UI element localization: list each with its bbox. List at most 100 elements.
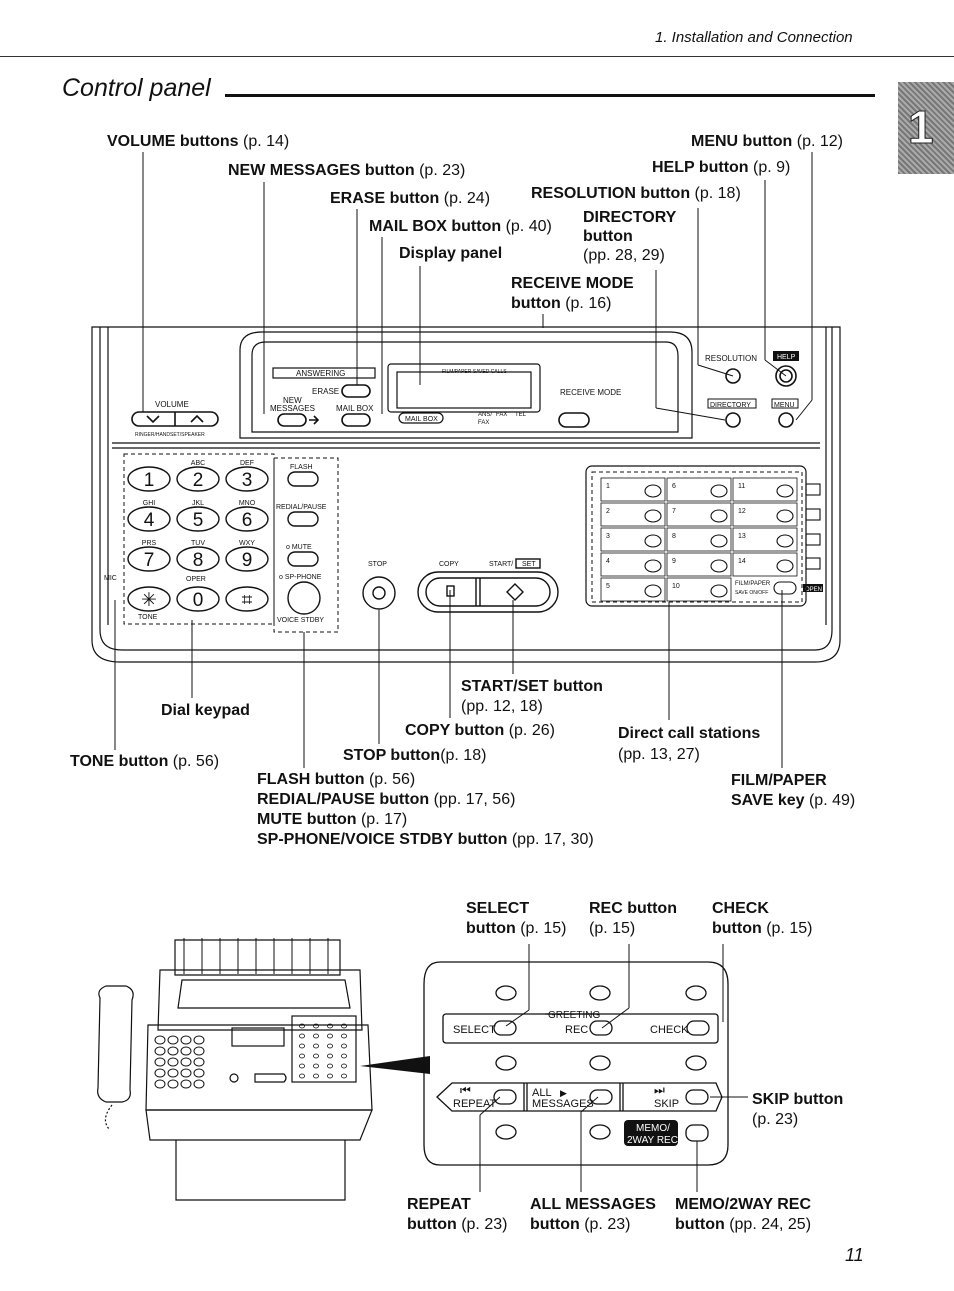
key-5[interactable] bbox=[176, 506, 220, 532]
callout-resolution: RESOLUTION button (p. 18) bbox=[531, 185, 741, 202]
station-11[interactable] bbox=[732, 477, 798, 502]
spphone-button[interactable] bbox=[287, 581, 321, 615]
key-9[interactable] bbox=[225, 546, 269, 572]
key-6[interactable] bbox=[225, 506, 269, 532]
key-letters: TUV bbox=[191, 540, 205, 547]
scroll-left-icon[interactable] bbox=[805, 557, 821, 570]
fax-machine-illustration bbox=[97, 938, 373, 1201]
key-letters: DEF bbox=[240, 460, 254, 467]
erase-button[interactable] bbox=[341, 384, 371, 398]
scroll-right-icon[interactable] bbox=[805, 533, 821, 546]
resolution-button[interactable] bbox=[725, 368, 741, 384]
station-2[interactable] bbox=[600, 502, 666, 527]
station-number: 14 bbox=[738, 558, 746, 565]
key-⌗[interactable] bbox=[225, 586, 269, 612]
skip-button[interactable] bbox=[685, 1089, 709, 1105]
station-number: 8 bbox=[672, 533, 676, 540]
station-9[interactable] bbox=[666, 552, 732, 577]
flash-label: FLASH bbox=[290, 464, 313, 471]
title-rule bbox=[225, 94, 875, 97]
led-icon bbox=[495, 1124, 517, 1140]
stop-button[interactable] bbox=[362, 576, 396, 610]
key-digit: 4 bbox=[144, 510, 155, 531]
check-button[interactable] bbox=[686, 1020, 710, 1036]
key-3[interactable] bbox=[225, 466, 269, 492]
header-rule bbox=[0, 56, 954, 57]
station-4[interactable] bbox=[600, 552, 666, 577]
callout-display-panel: Display panel bbox=[399, 245, 503, 262]
mail-box-button[interactable] bbox=[341, 413, 371, 427]
station-1[interactable] bbox=[600, 477, 666, 502]
redial-pause-button[interactable] bbox=[287, 511, 319, 527]
mute-label: o MUTE bbox=[286, 544, 312, 551]
menu-badge: MENU bbox=[774, 402, 795, 409]
repeat-button[interactable] bbox=[493, 1089, 517, 1105]
key-✳[interactable] bbox=[127, 586, 171, 612]
callout-stop: STOP button(p. 18) bbox=[343, 747, 487, 764]
film-paper-save-button[interactable] bbox=[773, 581, 797, 595]
handset-icon bbox=[97, 985, 134, 1103]
receive-mode-button[interactable] bbox=[558, 412, 590, 428]
memo-2way-rec-button[interactable] bbox=[685, 1124, 709, 1142]
key-4[interactable] bbox=[127, 506, 171, 532]
messages-label: MESSAGES bbox=[532, 1098, 594, 1110]
key-7[interactable] bbox=[127, 546, 171, 572]
station-10[interactable] bbox=[666, 577, 732, 602]
key-letters: PRS bbox=[142, 540, 157, 547]
start-set-button[interactable] bbox=[506, 583, 524, 601]
oper-label: OPER bbox=[186, 576, 206, 583]
flash-button[interactable] bbox=[287, 471, 319, 487]
station-14[interactable] bbox=[732, 552, 798, 577]
station-5[interactable] bbox=[600, 577, 666, 602]
key-0[interactable] bbox=[176, 586, 220, 612]
station-3[interactable] bbox=[600, 527, 666, 552]
station-12[interactable] bbox=[732, 502, 798, 527]
help-badge: HELP bbox=[777, 354, 796, 361]
station-6[interactable] bbox=[666, 477, 732, 502]
skip-icon: ⏭ bbox=[654, 1083, 665, 1097]
station-number: 4 bbox=[606, 558, 610, 565]
display-header: FILM/PAPER SAVED CALLS bbox=[442, 369, 507, 375]
save-label: SAVE ON/OFF bbox=[735, 590, 768, 596]
key-digit: 6 bbox=[242, 510, 253, 531]
resolution-label: RESOLUTION bbox=[705, 354, 757, 363]
key-2[interactable] bbox=[176, 466, 220, 492]
new-messages-button[interactable] bbox=[277, 413, 307, 427]
scroll-down-icon[interactable] bbox=[805, 508, 821, 521]
volume-label: VOLUME bbox=[155, 400, 189, 409]
station-number: 1 bbox=[606, 483, 610, 490]
mail-box-label: MAIL BOX bbox=[336, 404, 374, 413]
answering-panel bbox=[423, 961, 729, 1166]
section-title: Control panel bbox=[62, 74, 211, 102]
callout-copy: COPY button (p. 26) bbox=[405, 722, 555, 739]
station-13[interactable] bbox=[732, 527, 798, 552]
station-number: 9 bbox=[672, 558, 676, 565]
station-8[interactable] bbox=[666, 527, 732, 552]
key-8[interactable] bbox=[176, 546, 220, 572]
answering-label: ANSWERING bbox=[296, 369, 345, 378]
menu-button[interactable] bbox=[778, 412, 794, 428]
callout-redial-pause: REDIAL/PAUSE button (pp. 17, 56) bbox=[257, 791, 516, 808]
rec-button[interactable] bbox=[589, 1020, 613, 1036]
callout-menu: MENU button (p. 12) bbox=[691, 133, 843, 150]
play-icon: ▶ bbox=[560, 1088, 567, 1098]
help-button[interactable] bbox=[775, 365, 797, 387]
key-1[interactable] bbox=[127, 466, 171, 492]
directory-button[interactable] bbox=[725, 412, 741, 428]
select-button[interactable] bbox=[493, 1020, 517, 1036]
station-7[interactable] bbox=[666, 502, 732, 527]
scroll-up-icon[interactable] bbox=[805, 483, 821, 496]
fax-label: FAX bbox=[496, 412, 507, 418]
all-messages-button[interactable] bbox=[589, 1089, 613, 1105]
station-number: 13 bbox=[738, 533, 746, 540]
station-number: 10 bbox=[672, 583, 680, 590]
receive-mode-label: RECEIVE MODE bbox=[560, 388, 621, 397]
mute-button[interactable] bbox=[287, 551, 319, 567]
